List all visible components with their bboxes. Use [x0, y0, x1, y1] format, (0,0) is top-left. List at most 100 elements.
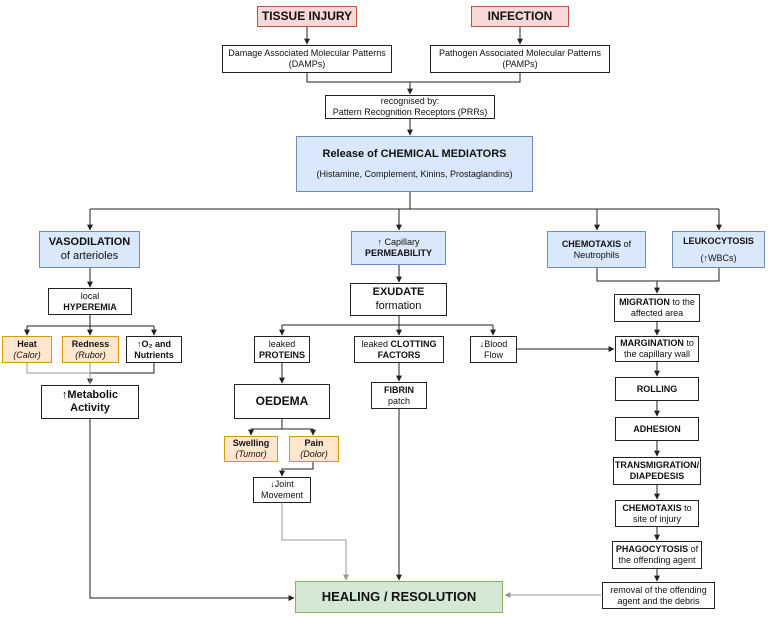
pain-box: Pain (Dolor) — [289, 436, 339, 462]
removal-box: removal of the offending agent and the d… — [602, 582, 715, 609]
metabolic-line-1: ↑Metabolic — [61, 388, 119, 401]
transmigration-box: TRANSMIGRATION/ DIAPEDESIS — [613, 457, 701, 485]
redness-box: Redness (Rubor) — [62, 336, 119, 363]
swelling-latin: (Tumor) — [235, 449, 267, 459]
metabolic-line-2: Activity — [70, 402, 110, 414]
edge-damps-recognised — [306, 73, 413, 95]
o2-line-2: Nutrients — [134, 349, 174, 360]
blood-flow-box: ↓Blood Flow — [470, 336, 517, 363]
permeability-line-1: ↑ Capillary — [377, 237, 420, 248]
joint-line-1: ↓Joint — [270, 479, 294, 490]
vasodilation-box: VASODILATION of arterioles — [39, 231, 140, 268]
chemotaxis-site-title: CHEMOTAXIS — [622, 502, 682, 513]
clotting-sub: FACTORS — [377, 349, 421, 360]
heat-latin: (Calor) — [13, 349, 41, 360]
clotting-factors-box: leaked CLOTTING FACTORS — [354, 336, 444, 363]
metabolic-activity-box: ↑Metabolic Activity — [41, 385, 139, 419]
adhesion-box: ADHESION — [615, 417, 699, 441]
pamps-line-2: (PAMPs) — [502, 59, 538, 69]
edge-oedema-branch — [251, 419, 313, 430]
edge-exudate-branch — [282, 316, 493, 326]
chemotaxis-neutro-sub: Neutrophils — [573, 249, 620, 260]
exudate-box: EXUDATE formation — [350, 283, 447, 316]
o2-nutrients-box: ↑O₂ and Nutrients — [126, 336, 182, 363]
heat-label: Heat — [17, 338, 37, 349]
edge-metabolic-healing — [89, 419, 295, 601]
phagocytosis-title: PHAGOCYTOSIS — [615, 544, 689, 555]
removal-line-2: agent and the debris — [617, 595, 700, 606]
blood-flow-line-2: Flow — [483, 349, 503, 360]
edge-hyperemia-branch — [27, 315, 154, 327]
edge-o2-metabolic — [87, 363, 155, 385]
migration-title: MIGRATION — [619, 297, 670, 308]
rolling-box: ROLLING — [615, 377, 699, 401]
joint-line-2: Movement — [260, 490, 304, 500]
migration-to: to the — [669, 297, 695, 308]
damps-box: Damage Associated Molecular Patterns (DA… — [222, 45, 392, 73]
phagocytosis-box: PHAGOCYTOSIS of the offending agent — [612, 541, 702, 569]
chemotaxis-site-sub: site of injury — [632, 513, 682, 524]
edge-pamps-recognised — [410, 73, 521, 83]
chemotaxis-neutro-of: of — [621, 238, 632, 249]
fibrin-title: FIBRIN — [384, 384, 414, 395]
damps-line-1: Damage Associated Molecular Patterns — [228, 48, 386, 59]
recognised-line-2: Pattern Recognition Receptors (PRRs) — [332, 107, 488, 117]
mediators-list: (Histamine, Complement, Kinins, Prostagl… — [316, 169, 513, 180]
vasodilation-title: VASODILATION — [48, 236, 131, 249]
oedema-label: OEDEMA — [255, 394, 309, 409]
fibrin-patch-box: FIBRIN patch — [371, 382, 427, 409]
recognised-box: recognised by: Pattern Recognition Recep… — [325, 95, 495, 119]
clotting-title: CLOTTING — [390, 338, 437, 349]
edge-heat-metabolic — [26, 363, 90, 374]
vasodilation-sub: of arterioles — [60, 249, 119, 262]
tissue-injury-label: TISSUE INJURY — [261, 9, 353, 24]
chemotaxis-site-to: to — [681, 502, 692, 513]
edge-leuko-merge — [657, 268, 720, 282]
edge-joint-healing — [281, 503, 349, 581]
rolling-label: ROLLING — [636, 383, 678, 394]
migration-box: MIGRATION to the affected area — [614, 294, 700, 322]
proteins-line-1: leaked — [268, 338, 296, 349]
leukocytosis-box: LEUKOCYTOSIS (↑WBCs) — [672, 231, 765, 268]
blood-flow-line-1: ↓Blood — [479, 338, 508, 349]
exudate-sub: formation — [375, 299, 422, 312]
infection-label: INFECTION — [487, 9, 553, 24]
leukocytosis-title: LEUKOCYTOSIS — [683, 235, 754, 246]
hyperemia-line-1: local — [80, 290, 100, 301]
permeability-line-2: PERMEABILITY — [364, 248, 432, 258]
recognised-line-1: recognised by: — [380, 96, 440, 107]
swelling-label: Swelling — [232, 438, 270, 449]
pain-latin: (Dolor) — [300, 449, 328, 459]
chemical-mediators-box: Release of CHEMICAL MEDIATORS (Histamine… — [296, 136, 533, 192]
pamps-box: Pathogen Associated Molecular Patterns (… — [430, 45, 610, 73]
tissue-injury-box: TISSUE INJURY — [257, 6, 357, 27]
proteins-line-2: PROTEINS — [258, 349, 305, 360]
removal-line-1: removal of the offending — [610, 584, 707, 595]
heat-box: Heat (Calor) — [2, 336, 52, 363]
damps-line-2: (DAMPs) — [288, 59, 326, 69]
healing-resolution-box: HEALING / RESOLUTION — [295, 581, 503, 613]
migration-sub: affected area — [630, 308, 684, 318]
joint-movement-box: ↓Joint Movement — [253, 477, 311, 503]
clotting-leaked: leaked — [361, 338, 391, 349]
margination-box: MARGINATION to the capillary wall — [615, 336, 699, 362]
o2-line-1: ↑O₂ and — [136, 338, 171, 349]
fibrin-sub: patch — [387, 395, 411, 406]
adhesion-label: ADHESION — [633, 423, 681, 434]
transmigration-line-1: TRANSMIGRATION/ — [614, 460, 700, 471]
transmigration-line-2: DIAPEDESIS — [629, 471, 685, 481]
leaked-proteins-box: leaked PROTEINS — [254, 336, 310, 363]
swelling-box: Swelling (Tumor) — [224, 436, 278, 462]
mediators-title: Release of CHEMICAL MEDIATORS — [322, 148, 507, 160]
chemotaxis-site-box: CHEMOTAXIS to site of injury — [615, 500, 699, 527]
hyperemia-line-2: HYPEREMIA — [63, 301, 117, 312]
phagocytosis-sub: the offending agent — [618, 555, 696, 565]
pamps-line-1: Pathogen Associated Molecular Patterns — [438, 48, 602, 59]
margination-sub: the capillary wall — [623, 349, 691, 359]
margination-to: to — [683, 338, 694, 349]
phagocytosis-of: of — [688, 544, 699, 555]
edge-pain-joint — [279, 462, 314, 477]
margination-title: MARGINATION — [620, 338, 684, 349]
redness-label: Redness — [71, 338, 110, 349]
